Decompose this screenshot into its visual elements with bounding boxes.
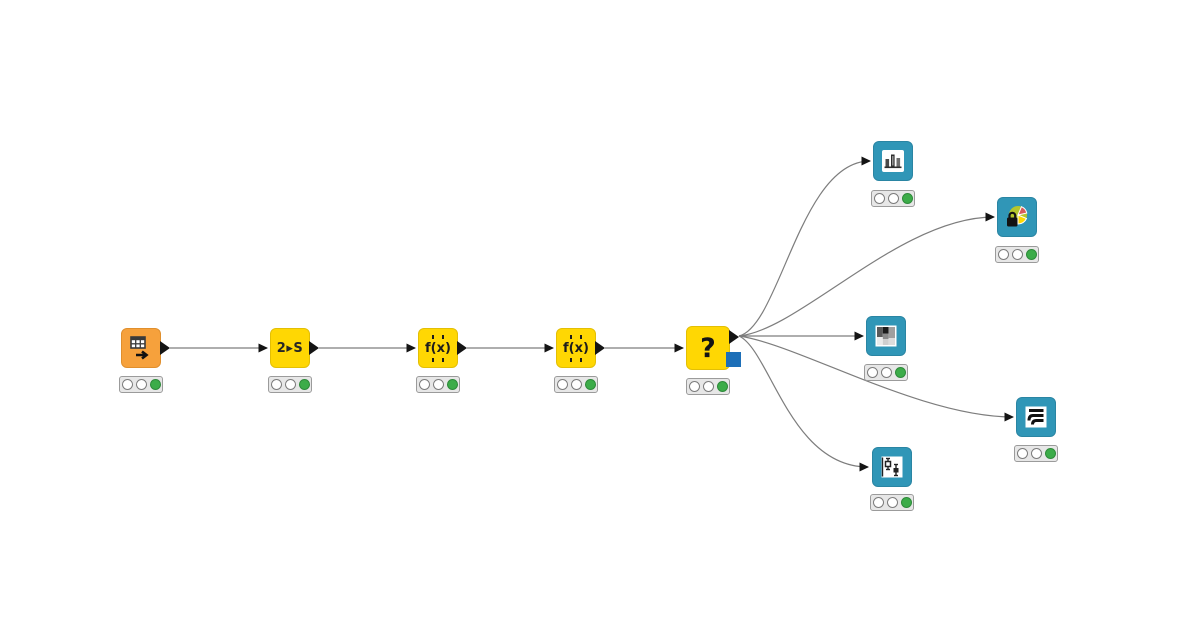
- traffic-light-string-manipulation-2: [554, 376, 598, 393]
- traffic-light-heatmap: [864, 364, 908, 381]
- status-dot-yellow: [886, 497, 898, 508]
- status-dot-yellow: [887, 193, 899, 204]
- status-dot-yellow: [570, 379, 582, 390]
- status-dot-red: [121, 379, 133, 390]
- status-dot-red: [872, 497, 884, 508]
- node-string-manipulation-1[interactable]: f(x): [418, 328, 467, 368]
- traffic-light-table-creator: [119, 376, 163, 393]
- status-dot-yellow: [432, 379, 444, 390]
- status-dot-green: [716, 381, 728, 392]
- output-port[interactable]: [729, 330, 739, 344]
- node-pie-chart-view[interactable]: [997, 197, 1037, 237]
- node-bar-chart-view[interactable]: [873, 141, 913, 181]
- status-dot-green: [1025, 249, 1037, 260]
- traffic-light-string-manipulation-1: [416, 376, 460, 393]
- status-dot-red: [418, 379, 430, 390]
- status-dot-red: [873, 193, 885, 204]
- traffic-light-bar-chart: [871, 190, 915, 207]
- node-unknown[interactable]: ?: [686, 326, 739, 370]
- traffic-light-unknown: [686, 378, 730, 395]
- status-dot-yellow: [880, 367, 892, 378]
- fx-glyph: f(x): [563, 340, 589, 356]
- status-dot-red: [1016, 448, 1028, 459]
- traffic-light-box-plot: [870, 494, 914, 511]
- status-dot-green: [446, 379, 458, 390]
- heatmap-icon: [875, 325, 897, 347]
- status-dot-red: [866, 367, 878, 378]
- status-dot-red: [270, 379, 282, 390]
- status-dot-green: [1044, 448, 1056, 459]
- output-port[interactable]: [457, 341, 467, 355]
- status-dot-yellow: [1011, 249, 1023, 260]
- line-plot-icon: [1025, 406, 1047, 428]
- traffic-light-number-to-string: [268, 376, 312, 393]
- question-mark-glyph: ?: [700, 332, 716, 364]
- connection-unknown-node-box-plot[interactable]: [738, 335, 869, 472]
- traffic-light-line-plot: [1014, 445, 1058, 462]
- status-dot-green: [900, 497, 912, 508]
- traffic-light-pie-chart: [995, 246, 1039, 263]
- output-port[interactable]: [160, 341, 170, 355]
- status-dot-green: [584, 379, 596, 390]
- pie-chart-lock-icon: [1007, 206, 1028, 227]
- fx-glyph: f(x): [425, 340, 451, 356]
- status-dot-yellow: [135, 379, 147, 390]
- node-number-to-string[interactable]: 2▸S: [270, 328, 319, 368]
- bar-chart-icon: [882, 150, 904, 172]
- number-to-string-glyph: 2▸S: [276, 340, 304, 356]
- status-dot-red: [997, 249, 1009, 260]
- blue-square-port[interactable]: [726, 352, 741, 367]
- output-port[interactable]: [595, 341, 605, 355]
- status-dot-red: [688, 381, 700, 392]
- status-dot-green: [298, 379, 310, 390]
- node-line-plot-view[interactable]: [1016, 397, 1056, 437]
- connection-unknown-node-pie-chart[interactable]: [738, 212, 995, 337]
- node-box-plot-view[interactable]: [872, 447, 912, 487]
- status-dot-yellow: [702, 381, 714, 392]
- status-dot-green: [894, 367, 906, 378]
- status-dot-green: [149, 379, 161, 390]
- node-table-creator[interactable]: [121, 328, 170, 368]
- status-dot-green: [901, 193, 913, 204]
- output-port[interactable]: [309, 341, 319, 355]
- status-dot-red: [556, 379, 568, 390]
- node-heatmap-view[interactable]: [866, 316, 906, 356]
- box-plot-icon: [881, 456, 903, 478]
- status-dot-yellow: [1030, 448, 1042, 459]
- table-arrow-icon: [130, 336, 149, 360]
- node-string-manipulation-2[interactable]: f(x): [556, 328, 605, 368]
- connection-unknown-node-bar-chart[interactable]: [738, 156, 871, 337]
- status-dot-yellow: [284, 379, 296, 390]
